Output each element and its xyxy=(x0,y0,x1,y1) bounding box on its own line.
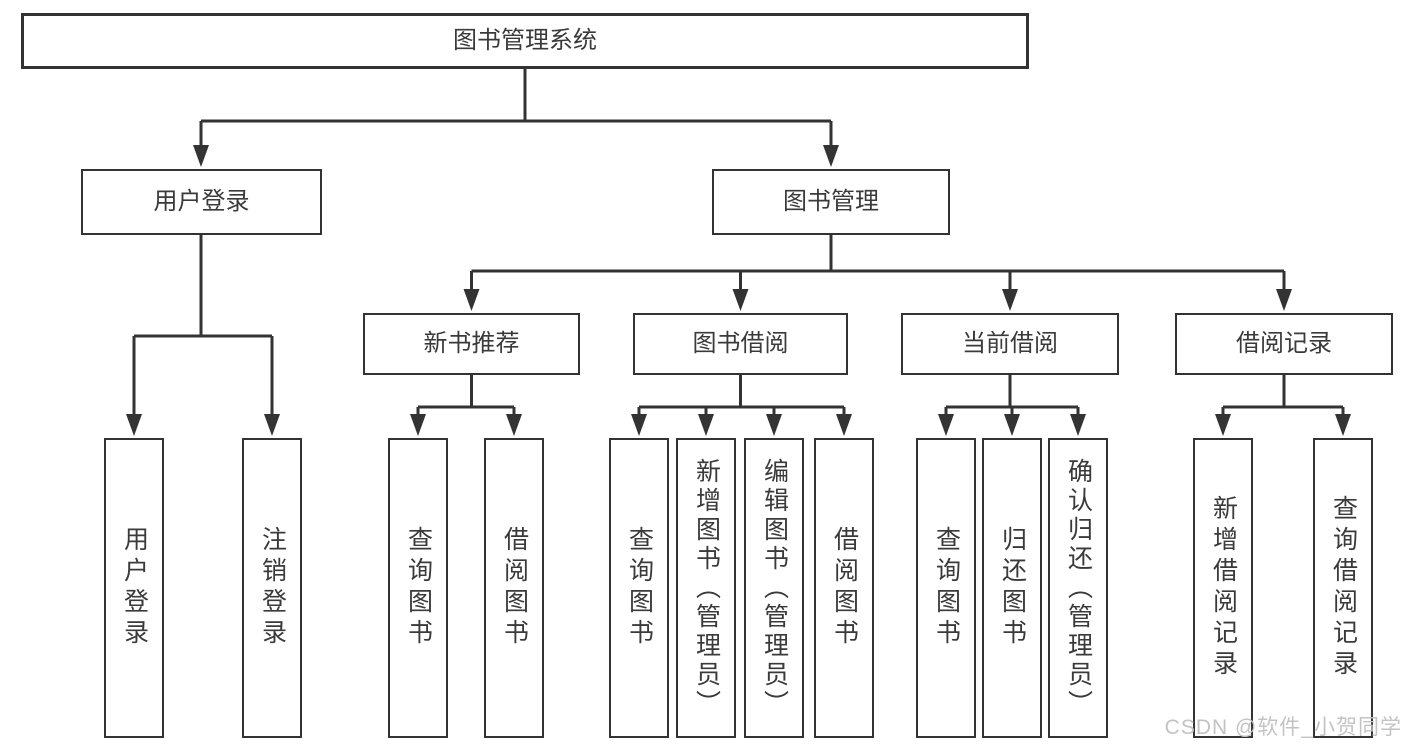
node-label: 查询图书 xyxy=(404,526,433,650)
node-label: 注销登录 xyxy=(258,526,287,650)
connector-user-login-to-leaves xyxy=(126,235,280,436)
leaf-logout: 注销登录 xyxy=(242,438,302,738)
leaf-add-book-admin: 新增图书（管理员） xyxy=(676,438,736,738)
leaf-confirm-return-admin: 确认归还（管理员） xyxy=(1048,438,1108,738)
connector-root-to-level2 xyxy=(193,69,839,167)
node-label: 当前借阅 xyxy=(962,330,1058,357)
node-label: 图书管理系统 xyxy=(453,27,597,54)
node-new-book-recommend: 新书推荐 xyxy=(363,313,580,375)
connector-book-management-to-level3 xyxy=(463,235,1292,311)
node-label: 查询图书 xyxy=(625,526,654,650)
node-library-management-system: 图书管理系统 xyxy=(21,13,1029,69)
node-label: 用户登录 xyxy=(153,188,250,215)
node-label: 确认归还（管理员） xyxy=(1064,457,1093,719)
node-current-borrow: 当前借阅 xyxy=(901,313,1119,375)
node-book-borrow: 图书借阅 xyxy=(633,313,848,375)
leaf-user-login: 用户登录 xyxy=(104,438,164,738)
node-label: 新增借阅记录 xyxy=(1209,495,1238,681)
node-label: 借阅记录 xyxy=(1236,330,1332,357)
csdn-watermark: CSDN @软件_小贺同学 xyxy=(1164,716,1402,739)
leaf-borrow-book-1: 借阅图书 xyxy=(484,438,544,738)
node-label: 归还图书 xyxy=(998,526,1027,650)
leaf-return-book: 归还图书 xyxy=(982,438,1042,738)
connector-new-book-rec-to-leaves xyxy=(410,375,522,436)
node-book-management: 图书管理 xyxy=(712,169,950,235)
connector-current-borrow-to-leaves xyxy=(938,375,1086,436)
leaf-query-book-1: 查询图书 xyxy=(388,438,448,738)
connector-book-borrow-to-leaves xyxy=(631,375,852,436)
node-label: 查询图书 xyxy=(932,526,961,650)
node-label: 用户登录 xyxy=(120,526,149,650)
node-label: 新书推荐 xyxy=(423,330,520,357)
node-borrow-records: 借阅记录 xyxy=(1175,313,1393,375)
node-label: 借阅图书 xyxy=(830,526,859,650)
leaf-add-borrow-record: 新增借阅记录 xyxy=(1193,438,1253,738)
leaf-query-book-2: 查询图书 xyxy=(609,438,669,738)
node-label: 查询借阅记录 xyxy=(1329,495,1358,681)
node-label: 借阅图书 xyxy=(500,526,529,650)
leaf-query-borrow-record: 查询借阅记录 xyxy=(1313,438,1373,738)
node-label: 新增图书（管理员） xyxy=(692,457,721,719)
node-label: 编辑图书（管理员） xyxy=(760,457,789,719)
leaf-edit-book-admin: 编辑图书（管理员） xyxy=(744,438,804,738)
connector-borrow-records-to-leaves xyxy=(1215,375,1351,436)
node-label: 图书管理 xyxy=(783,188,879,215)
leaf-query-book-3: 查询图书 xyxy=(916,438,976,738)
node-user-login: 用户登录 xyxy=(81,169,322,235)
node-label: 图书借阅 xyxy=(692,330,789,357)
leaf-borrow-book-2: 借阅图书 xyxy=(814,438,874,738)
